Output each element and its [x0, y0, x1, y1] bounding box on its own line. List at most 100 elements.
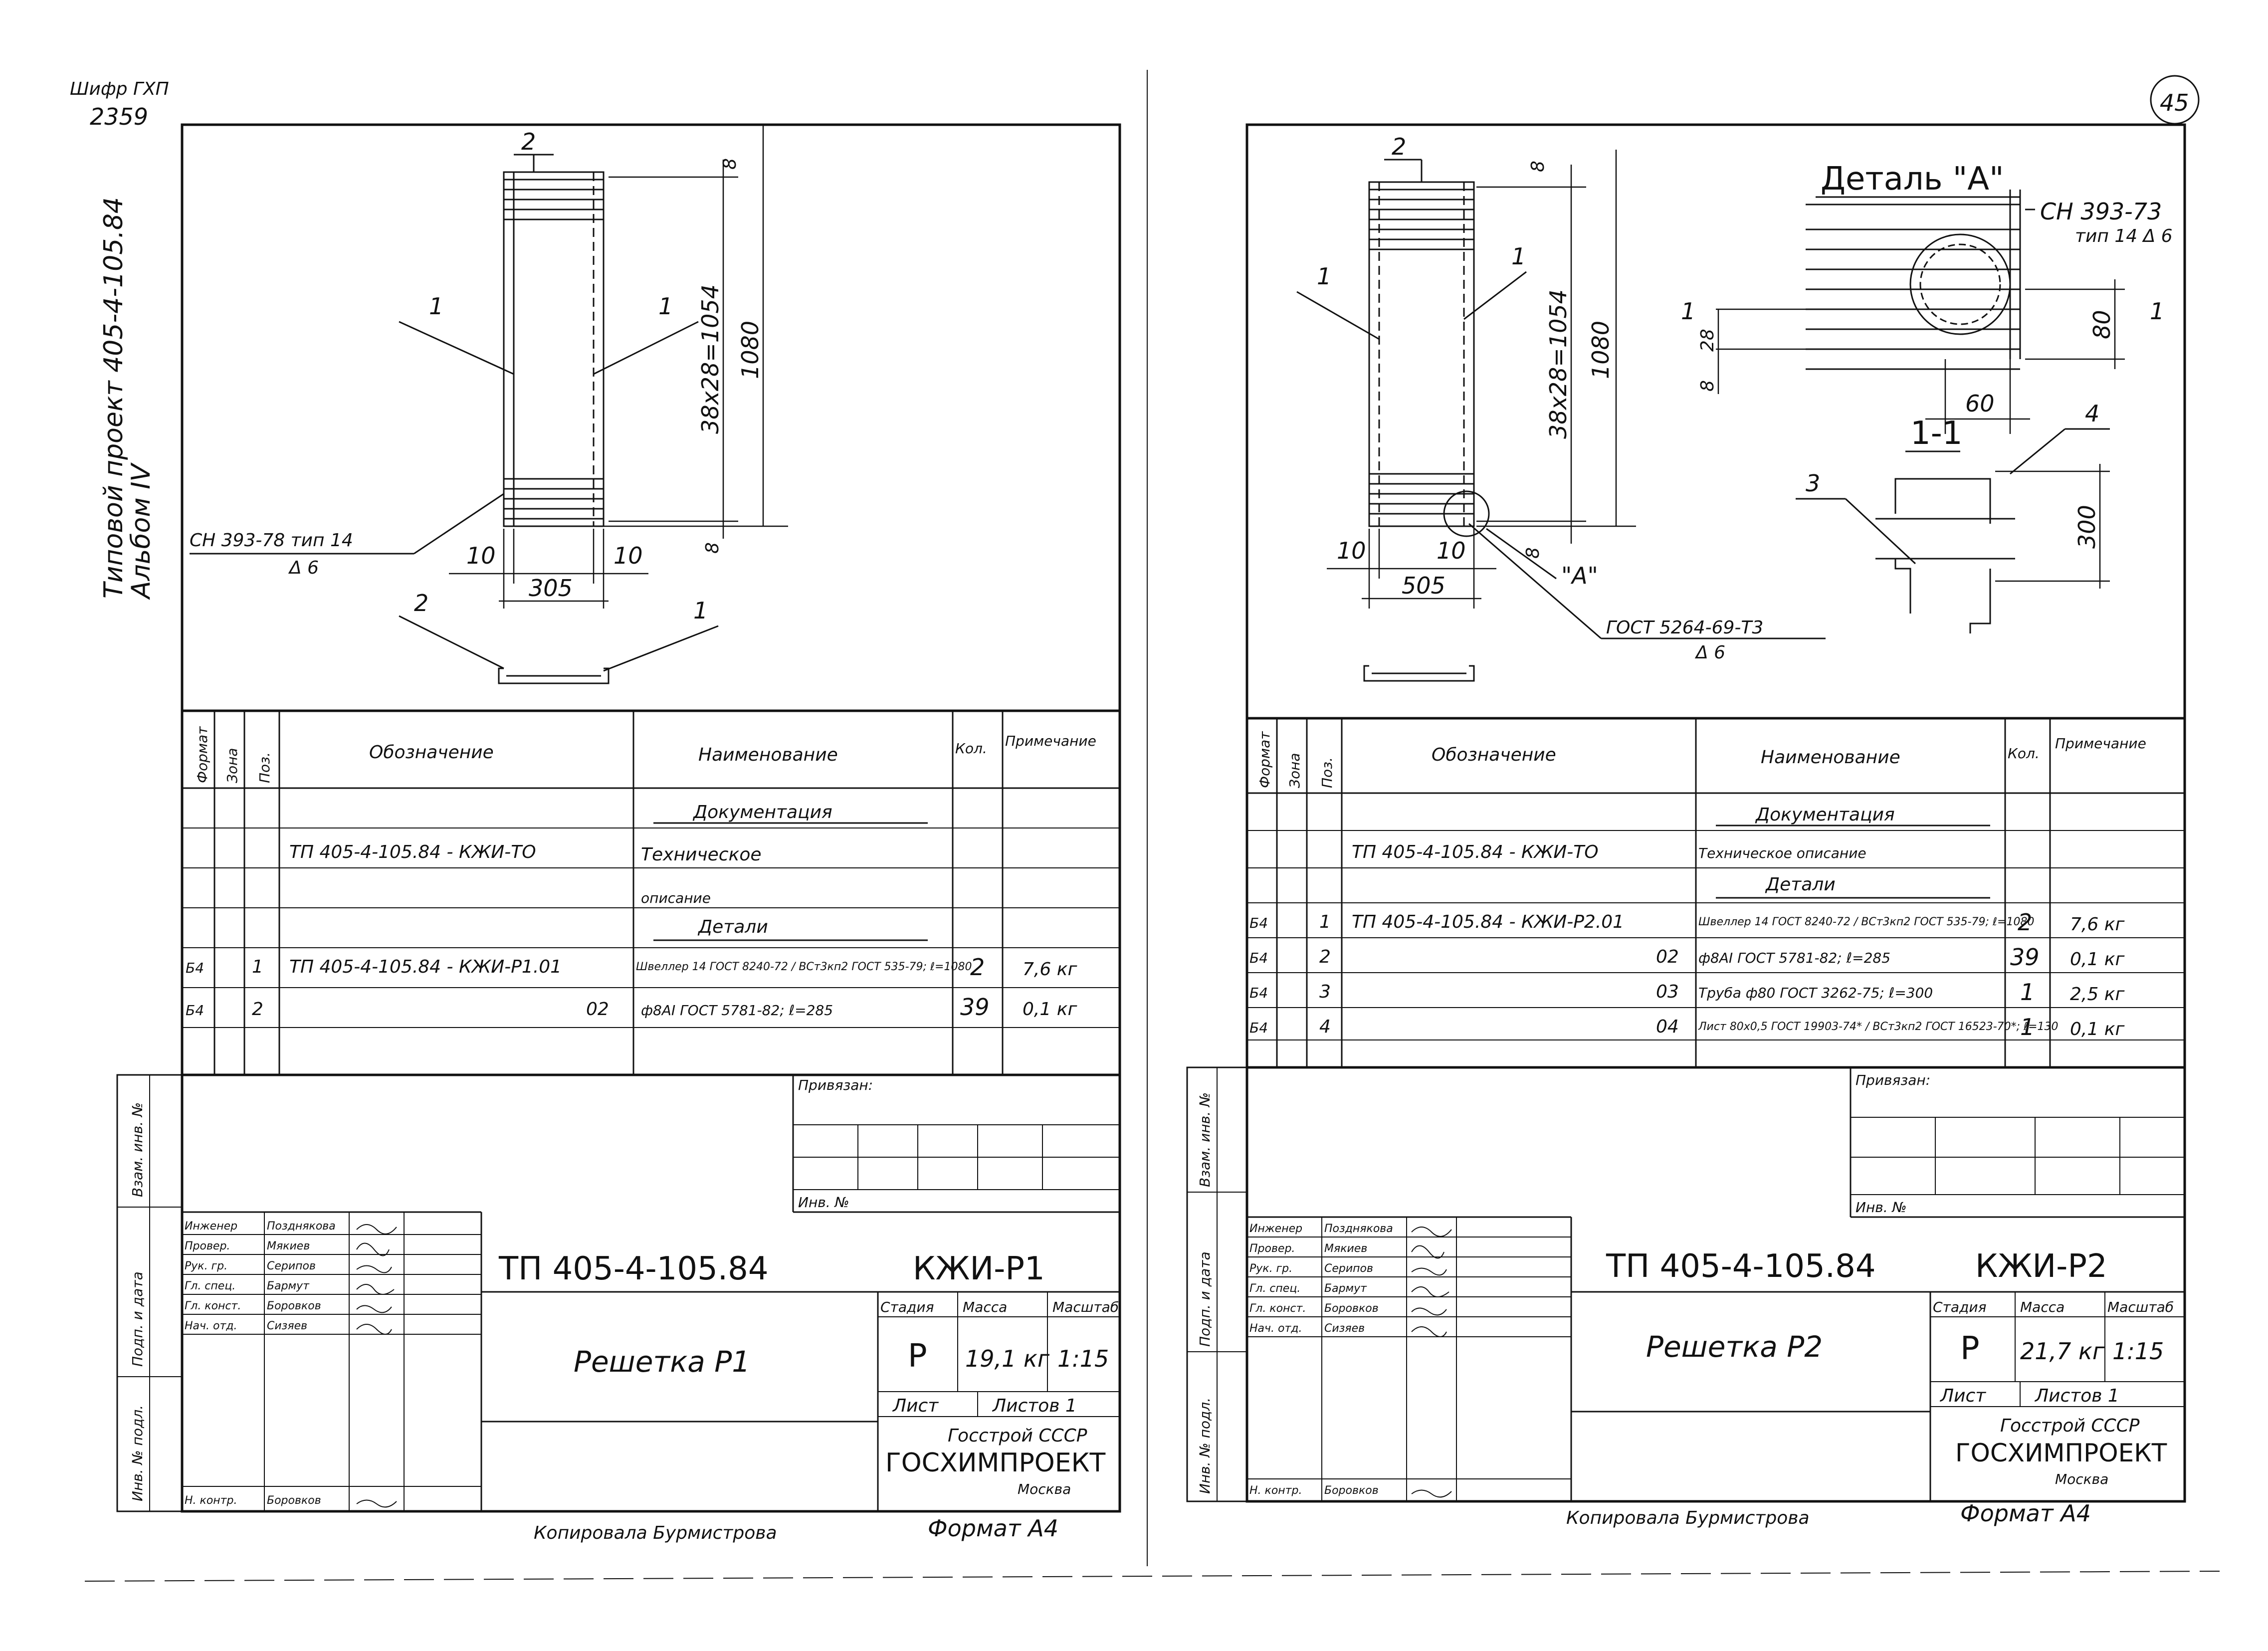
left-role-2: Рук. гр.: [185, 1260, 227, 1272]
right-side-stamp-3: Инв. № подл.: [1197, 1398, 1213, 1494]
right-org-1: Госстрой СССР: [2000, 1416, 2140, 1436]
left-drawing-mark: КЖИ-Р1: [913, 1250, 1045, 1287]
left-col-name: Наименование: [698, 745, 838, 765]
left-role-0: Инженер: [185, 1220, 237, 1233]
r1-pos-1-section: 1: [693, 597, 708, 624]
left-name-4: Боровков: [267, 1300, 321, 1312]
side-title-project: Типовой проект 405-4-105.84: [99, 197, 129, 599]
r1-weld-size: Δ 6: [288, 558, 319, 578]
right-privyazan: Привязан:: [1856, 1072, 1930, 1088]
left-row-4-designation: ТП 405-4-105.84 - КЖИ-Р1.01: [289, 957, 562, 977]
right-row-6-fmt: Б4: [1249, 1020, 1268, 1036]
right-mass-header: Масса: [2020, 1299, 2064, 1315]
left-mass: 19,1 кг: [965, 1345, 1050, 1372]
left-spec-table: Формат Зона Поз. Обозначение Наименовани…: [182, 709, 1120, 1076]
left-name-3: Бармут: [267, 1280, 310, 1292]
left-row-5-pos: 2: [252, 999, 263, 1020]
archive-stamp: Шифр ГХП: [70, 79, 169, 99]
right-row-4-designation: 02: [1656, 947, 1679, 967]
left-row-5-name: ф8АI ГОСТ 5781-82; ℓ=285: [641, 1002, 833, 1019]
side-title-album: Альбом IV: [126, 462, 156, 600]
left-signatures: [356, 1224, 397, 1508]
right-row-3-qty: 2: [2018, 909, 2032, 936]
left-privyazan: Привязан:: [798, 1077, 873, 1093]
right-row-6-designation: 04: [1656, 1017, 1679, 1037]
left-col-zone: Зона: [224, 748, 240, 783]
left-row-4-note: 7,6 кг: [1023, 959, 1077, 980]
left-title-block: Привязан: Инв. № Инженер Провер.: [182, 1075, 1120, 1543]
left-name-0: Позднякова: [267, 1220, 336, 1233]
r2-dim-total: 1080: [1587, 321, 1614, 379]
left-drawing-title: Решетка Р1: [574, 1345, 750, 1379]
r2-d300: 300: [2073, 505, 2100, 549]
right-row-3-name: Швеллер 14 ГОСТ 8240-72 / ВСт3кп2 ГОСТ 5…: [1698, 916, 2034, 928]
r1-dim-main: 38х28=1054: [697, 284, 724, 434]
r2-weld-top: СН 393-73: [2040, 198, 2162, 225]
r2-dim-left: 10: [1337, 537, 1366, 564]
sheet-left: Взам. инв. № Подп. и дата Инв. № подл. 8…: [116, 123, 1121, 1543]
right-row-5-name: Труба ф80 ГОСТ 3262-75; ℓ=300: [1698, 985, 1933, 1001]
right-stage-header: Стадия: [1933, 1299, 1986, 1315]
left-row-0-name: Документация: [692, 802, 832, 823]
right-scale-header: Масштаб: [2107, 1299, 2174, 1315]
left-role-4: Гл. конст.: [185, 1300, 241, 1312]
right-spec-table: Формат Зона Поз. Обозначение Наименовани…: [1247, 717, 2185, 1069]
right-row-4-qty: 39: [2010, 944, 2040, 971]
right-stage: Р: [1960, 1330, 1980, 1367]
left-row-4-qty: 2: [970, 954, 985, 981]
left-role-5: Нач. отд.: [185, 1320, 237, 1332]
right-row-6-qty: 1: [2020, 1014, 2035, 1040]
right-row-5-note: 2,5 кг: [2070, 984, 2125, 1005]
left-drawing-code: ТП 405-4-105.84: [498, 1250, 769, 1287]
r2-section-mark-left: 1: [1681, 298, 1695, 325]
left-sheet: Лист: [892, 1396, 939, 1416]
right-mass: 21,7 кг: [2020, 1338, 2105, 1365]
right-row-6-pos: 4: [1319, 1017, 1331, 1037]
sheet-right: Взам. инв. № Подп. и дата Инв. № подл. 8: [1186, 123, 2186, 1528]
right-org-3: Москва: [2055, 1471, 2108, 1487]
r1-weld-note: СН 393-78 тип 14: [190, 530, 353, 551]
right-row-4-pos: 2: [1319, 947, 1331, 967]
left-side-stamp-3: Инв. № подл.: [129, 1405, 146, 1501]
left-row-3-name: Детали: [697, 917, 768, 937]
right-row-5-qty: 1: [2020, 979, 2035, 1006]
right-drawing-title: Решетка Р2: [1646, 1330, 1823, 1364]
right-row-3-note: 7,6 кг: [2070, 914, 2125, 935]
left-row-1-designation: ТП 405-4-105.84 - КЖИ-ТО: [289, 842, 536, 862]
right-role-6: Н. контр.: [1249, 1484, 1302, 1497]
right-row-3-pos: 1: [1319, 912, 1331, 932]
left-org-3: Москва: [1018, 1481, 1071, 1497]
left-col-format: Формат: [194, 726, 210, 783]
r2-d8: 8: [1697, 380, 1718, 392]
r1-pos-2-top: 2: [521, 128, 536, 155]
left-col-note: Примечание: [1005, 733, 1096, 749]
left-name-2: Серипов: [267, 1260, 316, 1272]
r2-detail-title: Деталь "А": [1821, 161, 2004, 198]
r2-section-title: 1-1: [1910, 415, 1963, 452]
right-col-format: Формат: [1256, 731, 1273, 788]
r1-dim-right: 10: [614, 542, 643, 569]
r1-dim-total: 1080: [737, 321, 764, 379]
right-row-5-pos: 3: [1319, 982, 1331, 1002]
right-name-5: Сизяев: [1324, 1322, 1365, 1335]
left-sheets: Листов 1: [992, 1396, 1077, 1416]
left-name-1: Мякиев: [267, 1240, 310, 1252]
right-row-1-designation: ТП 405-4-105.84 - КЖИ-ТО: [1352, 842, 1599, 862]
right-row-4-name: ф8АI ГОСТ 5781-82; ℓ=285: [1698, 950, 1890, 966]
r2-pos-1-left: 1: [1317, 263, 1331, 290]
left-name-5: Сизяев: [267, 1320, 307, 1332]
left-side-stamp-1: Взам. инв. №: [129, 1102, 146, 1197]
right-drawing-code: ТП 405-4-105.84: [1606, 1248, 1876, 1285]
right-name-1: Мякиев: [1324, 1242, 1367, 1255]
right-row-6-note: 0,1 кг: [2070, 1019, 2125, 1039]
left-role-6: Н. контр.: [185, 1494, 237, 1507]
right-format: Формат А4: [1960, 1500, 2091, 1527]
left-row-2-name: описание: [641, 890, 711, 906]
left-org-2: ГОСХИМПРОЕКТ: [885, 1448, 1106, 1478]
r2-d80: 80: [2088, 310, 2115, 339]
right-sheets: Листов 1: [2034, 1386, 2119, 1406]
r2-dim-bottom: 8: [1523, 547, 1543, 559]
right-drawing-mark: КЖИ-Р2: [1975, 1248, 2107, 1285]
right-col-note: Примечание: [2055, 735, 2146, 752]
